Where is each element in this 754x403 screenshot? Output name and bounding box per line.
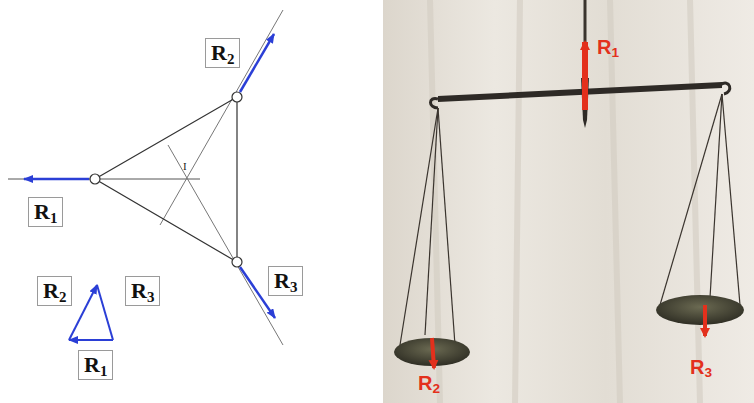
force-label-box: R3	[125, 276, 160, 306]
force-name: R3	[274, 268, 297, 293]
force-name: R3	[690, 356, 712, 379]
force-label-box: R1	[28, 197, 63, 227]
force-label-box: R1	[78, 350, 113, 380]
force-name: R1	[84, 352, 107, 377]
balance-photo	[383, 0, 754, 403]
force-label-box: R2	[205, 38, 240, 68]
force-name: R2	[43, 278, 66, 303]
point-label: I	[183, 160, 187, 172]
force-name: R1	[34, 199, 57, 224]
force-name: R1	[597, 36, 619, 59]
force-name: R2	[211, 40, 234, 65]
force-name: R3	[131, 278, 154, 303]
force-label-box: R2	[37, 276, 72, 306]
force-polygon	[69, 285, 113, 340]
force-label-box: R3	[268, 266, 303, 296]
force-triangle-figure	[8, 10, 283, 345]
force-name: R2	[418, 372, 440, 395]
